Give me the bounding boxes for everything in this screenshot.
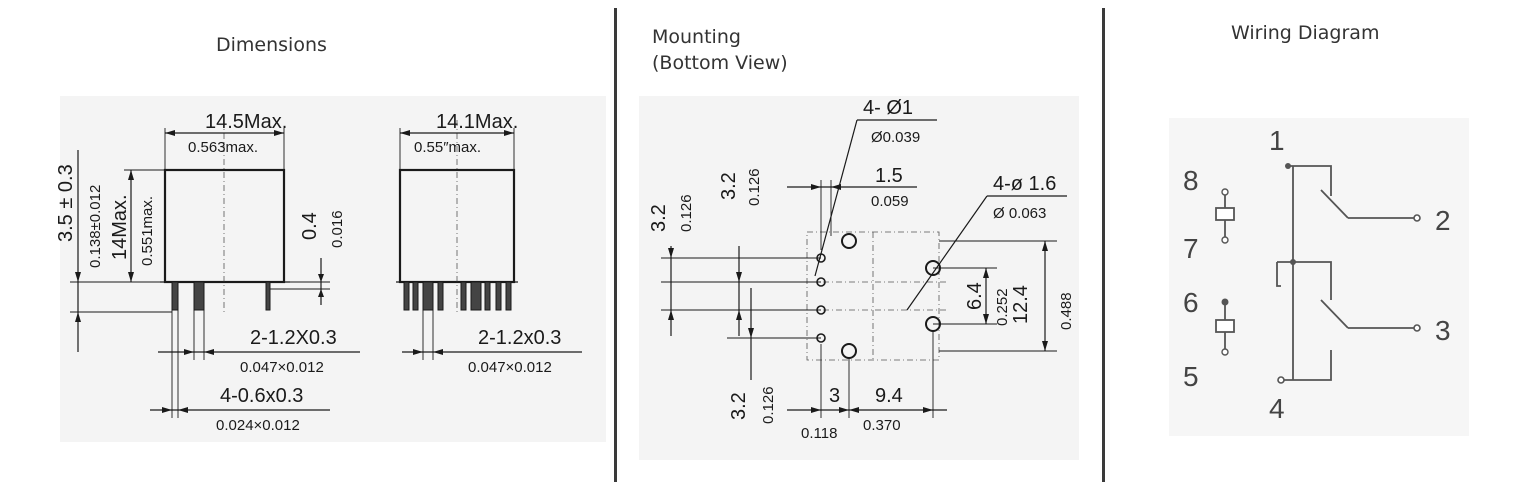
d3-mm-label: 3 bbox=[829, 385, 840, 407]
dimensions-title: Dimensions bbox=[216, 34, 327, 56]
height-mm-label: 14Max. bbox=[109, 194, 131, 260]
d94-in-label: 0.370 bbox=[863, 417, 901, 434]
hole-large-mm-label: 4-ø 1.6 bbox=[993, 173, 1056, 195]
panel-divider bbox=[614, 8, 617, 482]
front-pin bbox=[171, 281, 179, 311]
wiring-title: Wiring Diagram bbox=[1231, 22, 1380, 44]
terminal-5-label: 5 bbox=[1183, 361, 1199, 392]
depth-mm-label: 14.1Max. bbox=[436, 111, 518, 133]
d64-mm-label: 6.4 bbox=[964, 282, 986, 310]
d32c-in-label: 0.126 bbox=[760, 386, 777, 424]
pin2-mm-label: 2-1.2x0.3 bbox=[478, 327, 561, 349]
hole-small-mm-label: 4- Ø1 bbox=[863, 97, 913, 119]
d32c-mm-label: 3.2 bbox=[728, 392, 750, 420]
d15-mm-label: 1.5 bbox=[875, 165, 903, 187]
d32a-in-label: 0.126 bbox=[678, 194, 695, 232]
d15-in-label: 0.059 bbox=[871, 193, 909, 210]
terminal-6-label: 6 bbox=[1183, 287, 1199, 318]
coil-6-5 bbox=[1215, 298, 1235, 356]
wiring-drawing: 1 2 3 4 5 6 7 8 bbox=[1169, 118, 1469, 436]
width-in-label: 0.563max. bbox=[188, 139, 258, 156]
hole-small-in-label: Ø0.039 bbox=[871, 129, 920, 146]
d32b-in-label: 0.126 bbox=[746, 168, 763, 206]
mounting-title: Mounting bbox=[652, 26, 741, 48]
d3-in-label: 0.118 bbox=[801, 425, 837, 442]
front-pin bbox=[265, 281, 271, 311]
d32a-mm-label: 3.2 bbox=[648, 204, 670, 232]
terminal-2-label: 2 bbox=[1435, 205, 1451, 236]
d124-mm-label: 12.4 bbox=[1010, 285, 1032, 324]
terminal-7-label: 7 bbox=[1183, 233, 1199, 264]
terminal-1-label: 1 bbox=[1269, 125, 1285, 156]
mounting-drawing: 4- Ø1 Ø0.039 4-ø 1.6 Ø 0.063 1.5 0.059 3… bbox=[639, 96, 1079, 460]
pin-length-in-label: 0.138±0.012 bbox=[87, 185, 104, 268]
d32b-mm-label: 3.2 bbox=[718, 172, 740, 200]
dimensions-panel: Dimensions 14.5Max. 0.563max. 14Max. 0.5… bbox=[0, 0, 612, 490]
pin-length-mm-label: 3.5 ± 0.3 bbox=[55, 164, 77, 242]
mounting-subtitle: (Bottom View) bbox=[652, 52, 788, 74]
pin3-mm-label: 4-0.6x0.3 bbox=[220, 385, 303, 407]
mounting-panel: Mounting (Bottom View) 4- Ø1 Ø0.039 4 bbox=[617, 0, 1102, 490]
pin1-in-label: 0.047×0.012 bbox=[240, 359, 324, 376]
hole-large-in-label: Ø 0.063 bbox=[993, 205, 1046, 222]
terminal-8-label: 8 bbox=[1183, 165, 1199, 196]
d64-in-label: 0.252 bbox=[994, 288, 1011, 326]
dimensions-drawing: 14.5Max. 0.563max. 14Max. 0.551max. 3.5 … bbox=[55, 96, 606, 442]
d94-mm-label: 9.4 bbox=[875, 385, 903, 407]
pin3-in-label: 0.024×0.012 bbox=[216, 417, 300, 434]
coil-8-7 bbox=[1215, 188, 1235, 244]
side-pins bbox=[403, 281, 512, 311]
terminal-4-label: 4 bbox=[1269, 393, 1285, 424]
terminal-3-label: 3 bbox=[1435, 315, 1451, 346]
front-pin bbox=[193, 281, 205, 311]
width-mm-label: 14.5Max. bbox=[205, 111, 287, 133]
d124-in-label: 0.488 bbox=[1058, 292, 1075, 330]
height-in-label: 0.551max. bbox=[139, 196, 156, 266]
wiring-panel: Wiring Diagram bbox=[1105, 0, 1526, 490]
panel-divider bbox=[1102, 8, 1105, 482]
pin2-in-label: 0.047×0.012 bbox=[468, 359, 552, 376]
pin1-mm-label: 2-1.2X0.3 bbox=[250, 327, 337, 349]
gap-in-label: 0.016 bbox=[329, 210, 346, 248]
depth-in-label: 0.55″max. bbox=[414, 139, 481, 156]
gap-mm-label: 0.4 bbox=[299, 212, 321, 240]
